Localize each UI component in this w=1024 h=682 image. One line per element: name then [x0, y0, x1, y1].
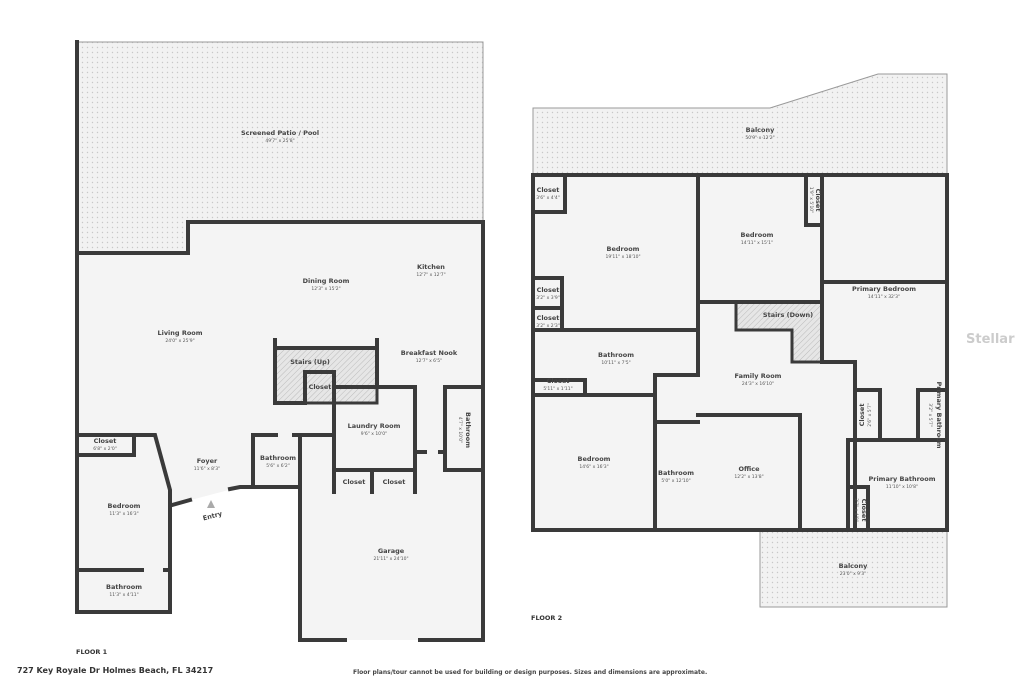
floor-1-walls [75, 40, 485, 642]
room-name: Closet [383, 478, 406, 486]
room-name: Office [738, 465, 760, 473]
room-name: Laundry Room [348, 422, 401, 430]
room-name: Primary Bedroom [852, 285, 916, 293]
entry-label: Entry [202, 509, 224, 522]
room-name: Bedroom [578, 455, 611, 463]
room-dim: 19'11" x 18'10" [605, 254, 640, 260]
room-name: Closet [860, 499, 868, 522]
room-dim: 9'6" x 10'0" [361, 431, 387, 437]
room-name: Closet [537, 186, 560, 194]
room-name: Kitchen [417, 263, 445, 271]
room-name: Bedroom [108, 502, 141, 510]
room-dim: 23'0" x 9'3" [840, 571, 866, 577]
room-name: Bedroom [741, 231, 774, 239]
room-dim: 12'7" x 6'5" [416, 358, 442, 364]
room-name: Balcony [839, 562, 869, 570]
balcony-bottom-area [759, 529, 948, 608]
room-dim: 50'9" x 12'2" [745, 135, 774, 141]
room-dim: 12'7" x 12'7" [416, 272, 445, 278]
room-name: Screened Patio / Pool [241, 129, 319, 137]
room-name: Closet [547, 377, 570, 385]
floor-2-walls [531, 173, 949, 532]
room-dim: 14'11" x 15'1" [741, 240, 773, 246]
room-name: Bathroom [658, 469, 694, 477]
room-dim: 3'2" x 2'3" [536, 323, 560, 329]
room-dim: 5'0" x 12'10" [661, 478, 690, 484]
room-dim: 3'2" x 3'9" [536, 295, 560, 301]
room-dim: 5'11" x 1'11" [543, 386, 572, 392]
room-name: Bathroom [464, 412, 472, 448]
room-name: Foyer [197, 457, 218, 465]
room-dim: 24'0" x 25'9" [165, 338, 194, 344]
room-name: Stairs (Up) [290, 358, 330, 366]
room-dim: 11'3" x 4'11" [109, 592, 138, 598]
room-name: Garage [378, 547, 405, 555]
room-dim: 4'7" x 10'0" [457, 417, 463, 443]
room-dim: 24'3" x 16'10" [742, 381, 774, 387]
room-dim: 1'9" x 5'10" [808, 187, 814, 213]
room-name: Living Room [157, 329, 202, 337]
room-dim: 10'11" x 7'5" [601, 360, 630, 366]
room-dim: 12'3" x 15'2" [311, 286, 340, 292]
room-dim: 2'7" x 4'9" [853, 498, 859, 522]
floor-1-labels: Screened Patio / Pool 49'7" x 25'8" Dini… [93, 129, 472, 598]
room-name: Closet [814, 189, 822, 212]
room-name: Stairs (Down) [763, 311, 813, 319]
room-name: Closet [94, 437, 117, 445]
entry-arrow-icon [207, 500, 215, 508]
room-name: Bedroom [607, 245, 640, 253]
room-name: Dining Room [303, 277, 350, 285]
room-dim: 5'6" x 6'2" [266, 463, 290, 469]
floor-2-labels: Balcony 50'9" x 12'2" Closet 3'6" x 4'4"… [536, 126, 943, 577]
property-address: 727 Key Royale Dr Holmes Beach, FL 34217 [17, 666, 214, 675]
room-dim: 14'6" x 16'3" [579, 464, 608, 470]
room-dim: 11'6" x 8'3" [194, 466, 220, 472]
room-dim: 6'8" x 2'0" [93, 446, 117, 452]
floor-2-label: FLOOR 2 [531, 614, 563, 622]
room-name: Closet [343, 478, 366, 486]
stairs-up-shape [273, 346, 379, 405]
room-name: Closet [858, 404, 866, 427]
floor-1-slab [77, 222, 483, 640]
room-name: Breakfast Nook [401, 349, 458, 357]
room-dim: 11'10" x 10'8" [886, 484, 918, 490]
room-dim: 2'6" x 5'7" [867, 403, 873, 427]
room-name: Primary Bathroom [868, 475, 935, 483]
room-name: Closet [537, 286, 560, 294]
room-name: Closet [537, 314, 560, 322]
room-name: Bathroom [598, 351, 634, 359]
floor-1-label: FLOOR 1 [76, 648, 108, 656]
floor-2-plan [531, 73, 949, 608]
room-dim: 3'2" x 5'7" [927, 403, 933, 427]
room-dim: 14'11" x 32'3" [868, 294, 900, 300]
floor-2-slab [533, 175, 947, 530]
disclaimer: Floor plans/tour cannot be used for buil… [353, 669, 708, 676]
room-name: Primary Bathroom [935, 381, 943, 448]
balcony-top-area [532, 73, 948, 176]
room-dim: 49'7" x 25'8" [265, 138, 294, 144]
room-dim: 12'2" x 13'8" [734, 474, 763, 480]
room-dim: 11'3" x 16'3" [109, 511, 138, 517]
room-dim: 21'11" x 24'10" [373, 556, 408, 562]
watermark-logo: Stellar [966, 332, 1015, 347]
room-dim: 3'6" x 4'4" [536, 195, 560, 201]
room-name: Balcony [746, 126, 776, 134]
room-name: Bathroom [106, 583, 142, 591]
room-name: Bathroom [260, 454, 296, 462]
room-name: Family Room [735, 372, 782, 380]
floor-1-plan [75, 40, 485, 642]
room-name: Closet [309, 383, 332, 391]
